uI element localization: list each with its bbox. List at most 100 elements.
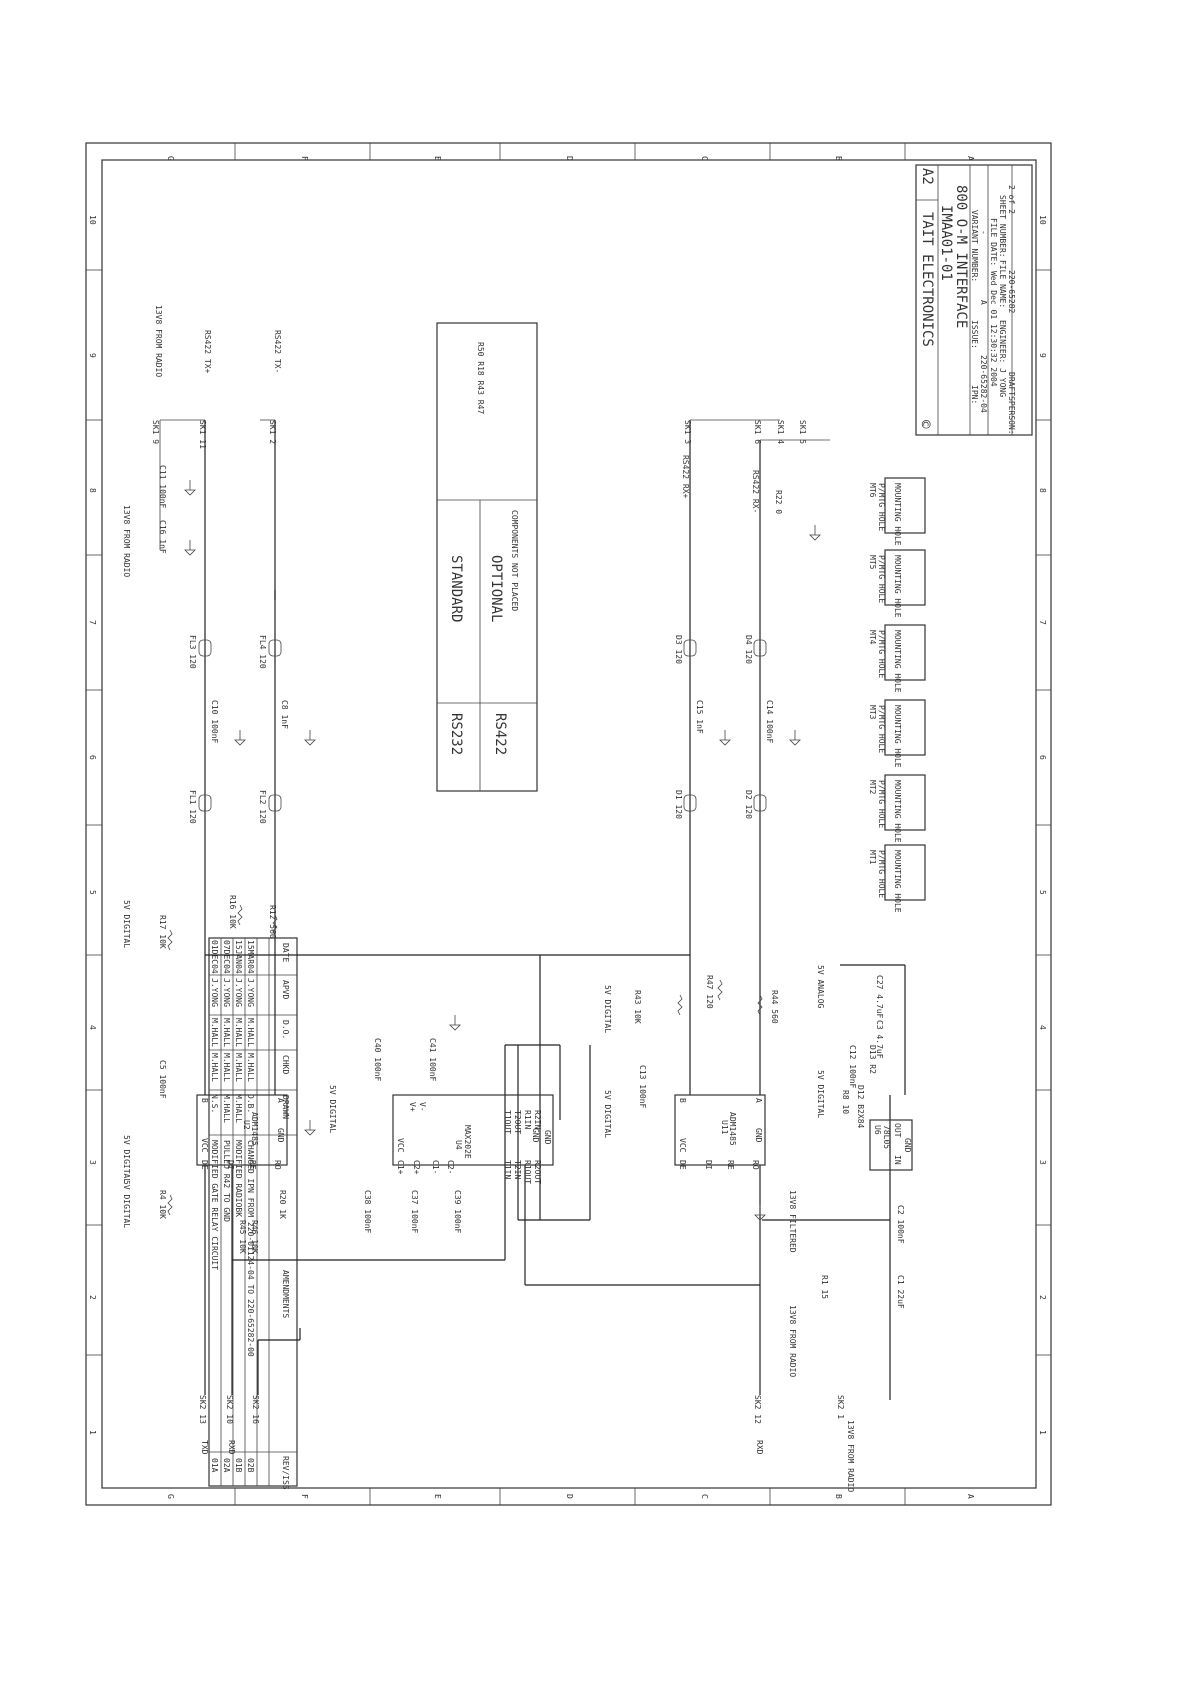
component-label: R1 15 (820, 1275, 829, 1299)
u4-pin: C2- (446, 1160, 455, 1174)
zone-letter-top-f: F (300, 156, 309, 161)
component-labels: R17 10K R16 10K R12 560 R4 10K R20 1K R4… (158, 465, 905, 1309)
tb-file-name-value: 220-65282 (1007, 270, 1016, 314)
zone-letter-bottom-f: F (300, 1494, 309, 1499)
component-label: C13 100nF (638, 1065, 647, 1109)
mt-ref: MT5 (868, 555, 877, 570)
rev-cell: M.HALL (222, 1094, 231, 1123)
opt-rs232: RS232 (448, 713, 464, 755)
ic-u2: U2 ADM1485 VCC DE DI RE RO GND A B (196, 1094, 288, 1170)
net-5v-digital-2: 5V DIGITAL (122, 1180, 131, 1228)
rev-cell: J.YONG (246, 978, 255, 1007)
component-label: C2 100nF (896, 1205, 905, 1244)
u6-part: 78L05 (882, 1125, 891, 1149)
title-block: A2 TAIT ELECTRONICS IMAA01-01 800 O-M IN… (915, 164, 1033, 436)
zone-num-right-1: 1 (1038, 1430, 1047, 1435)
tb-ipn-value: 220-65282-04 (979, 355, 988, 413)
zone-letter-bottom-g: G (166, 1494, 175, 1499)
component-label: D1 120 (674, 790, 683, 819)
zone-num-left-4: 4 (88, 1025, 97, 1030)
table-row: 01B MODIFIED RADIOBK M.HALL M.HALL M.HAL… (234, 940, 243, 1473)
net-gnd: GND (531, 1128, 540, 1143)
mt-ref: MT2 (868, 780, 877, 795)
zone-letter-bottom-a: A (966, 1494, 975, 1499)
ic-u11: U11 ADM1485 VCC DE DI RE RO GND A B (674, 1094, 766, 1170)
zone-letter-top-c: C (700, 156, 709, 161)
rev-h-apvd: APVD (281, 980, 290, 999)
component-label: C1 22uF (896, 1275, 905, 1309)
u2-ref: U2 (242, 1120, 251, 1130)
tb-part-number: IMAA01-01 (938, 205, 954, 281)
u11-pin: DE (678, 1160, 687, 1170)
zone-letter-bottom-d: D (565, 1494, 574, 1499)
mt-part: P/MTG HOLE (877, 483, 886, 531)
u11-pin: RE (726, 1160, 735, 1170)
tb-sheet-size: A2 (919, 168, 935, 185)
rev-h-amend: AMENDMENTS (281, 1270, 290, 1318)
net-5v-digital-3: 5V DIGITAL (122, 1135, 131, 1183)
zone-num-left-6: 6 (88, 755, 97, 760)
tb-draftsperson: DRAFTSPERSON: (1007, 372, 1016, 435)
zone-num-left-10: 10 (88, 215, 97, 225)
opt-not-placed: COMPONENTS NOT PLACED (510, 510, 519, 611)
u11-part: ADM1485 (728, 1112, 737, 1146)
u4-pin: C2+ (412, 1160, 421, 1175)
rev-cell: D.B. (246, 1094, 255, 1113)
net-txd: TXD (200, 1440, 209, 1455)
net-5v-digital-5: 5V DIGITAL (603, 985, 612, 1033)
rev-h-drawn: DRAWN (281, 1095, 290, 1119)
zone-letter-bottom-b: B (834, 1494, 843, 1499)
rev-cell: J.YONG (210, 978, 219, 1007)
component-symbols (167, 480, 821, 1221)
u4-pin: V- (418, 1102, 427, 1112)
tb-title: 800 O-M INTERFACE (953, 185, 969, 328)
connector-label: SK1 5 (798, 420, 807, 444)
ic-u4: U4 MAX202E VCC V+ V- C1+ C1- C2+ C2- T1I… (392, 1094, 554, 1184)
rev-h-do: D.O. (281, 1020, 290, 1039)
u4-part: MAX202E (463, 1125, 472, 1159)
rev-cell: 15JAN04 (234, 940, 243, 974)
connector-label: SK1 3 (683, 420, 692, 444)
mt-label: MOUNTING HOLE (893, 850, 902, 913)
zone-letter-top-e: E (433, 156, 442, 161)
u4-pin: T2OUT (513, 1110, 522, 1134)
net-5v-digital-6: 5V DIGITAL (603, 1090, 612, 1138)
component-label: FL4 120 (258, 635, 267, 669)
zone-letter-top-d: D (565, 156, 574, 161)
rev-cell: CHANGED IPN FROM 220-01124-04 TO 220-652… (246, 1140, 255, 1357)
zone-num-right-3: 3 (1038, 1160, 1047, 1165)
opt-optional: OPTIONAL (488, 555, 504, 622)
component-label: C37 100nF (410, 1190, 419, 1234)
zone-letter-bottom-c: C (700, 1494, 709, 1499)
zone-num-right-4: 4 (1038, 1025, 1047, 1030)
net-rxd-label: RXD (227, 1440, 236, 1455)
table-row: 02B CHANGED IPN FROM 220-01124-04 TO 220… (246, 940, 255, 1473)
component-label: R45 10K (238, 1220, 247, 1254)
tb-sheet-value: 2 of 2 (1007, 185, 1016, 214)
net-rs422-tx-p: RS422 TX+ (203, 330, 212, 374)
u4-pin: C1- (431, 1160, 440, 1174)
u2-part: ADM1485 (250, 1112, 259, 1146)
zone-letter-top-b: B (834, 156, 843, 161)
inner-border (101, 159, 1037, 1489)
opt-rs422: RS422 (492, 713, 508, 755)
mt-ref: MT4 (868, 630, 877, 645)
u2-pin: B (200, 1098, 209, 1103)
zone-num-right-9: 9 (1038, 353, 1047, 358)
u6-pin: OUT (893, 1123, 902, 1138)
u4-pin: R1IN (523, 1110, 532, 1129)
component-label: C14 100nF (765, 700, 774, 744)
net-13v8-radio-4: 13V8 FROM RADIO (846, 1420, 855, 1492)
u11-pin: B (678, 1098, 687, 1103)
rev-cell: MODIFIED GATE RELAY CIRCUIT (210, 1140, 219, 1270)
rev-cell: PULLED R42 TO GND (222, 1140, 231, 1222)
u11-pin: VCC (678, 1138, 687, 1153)
rev-cell: M.HALL (222, 1018, 231, 1047)
rev-cell: M.HALL (210, 1053, 219, 1082)
net-13v8-radio: 13V8 FROM RADIO (122, 505, 131, 577)
component-label: D2 120 (744, 790, 753, 819)
component-label: FL1 120 (188, 790, 197, 824)
component-label: R4 10K (158, 1190, 167, 1219)
net-5v-digital-1: 5V DIGITAL (122, 900, 131, 948)
zone-num-right-10: 10 (1038, 215, 1047, 225)
